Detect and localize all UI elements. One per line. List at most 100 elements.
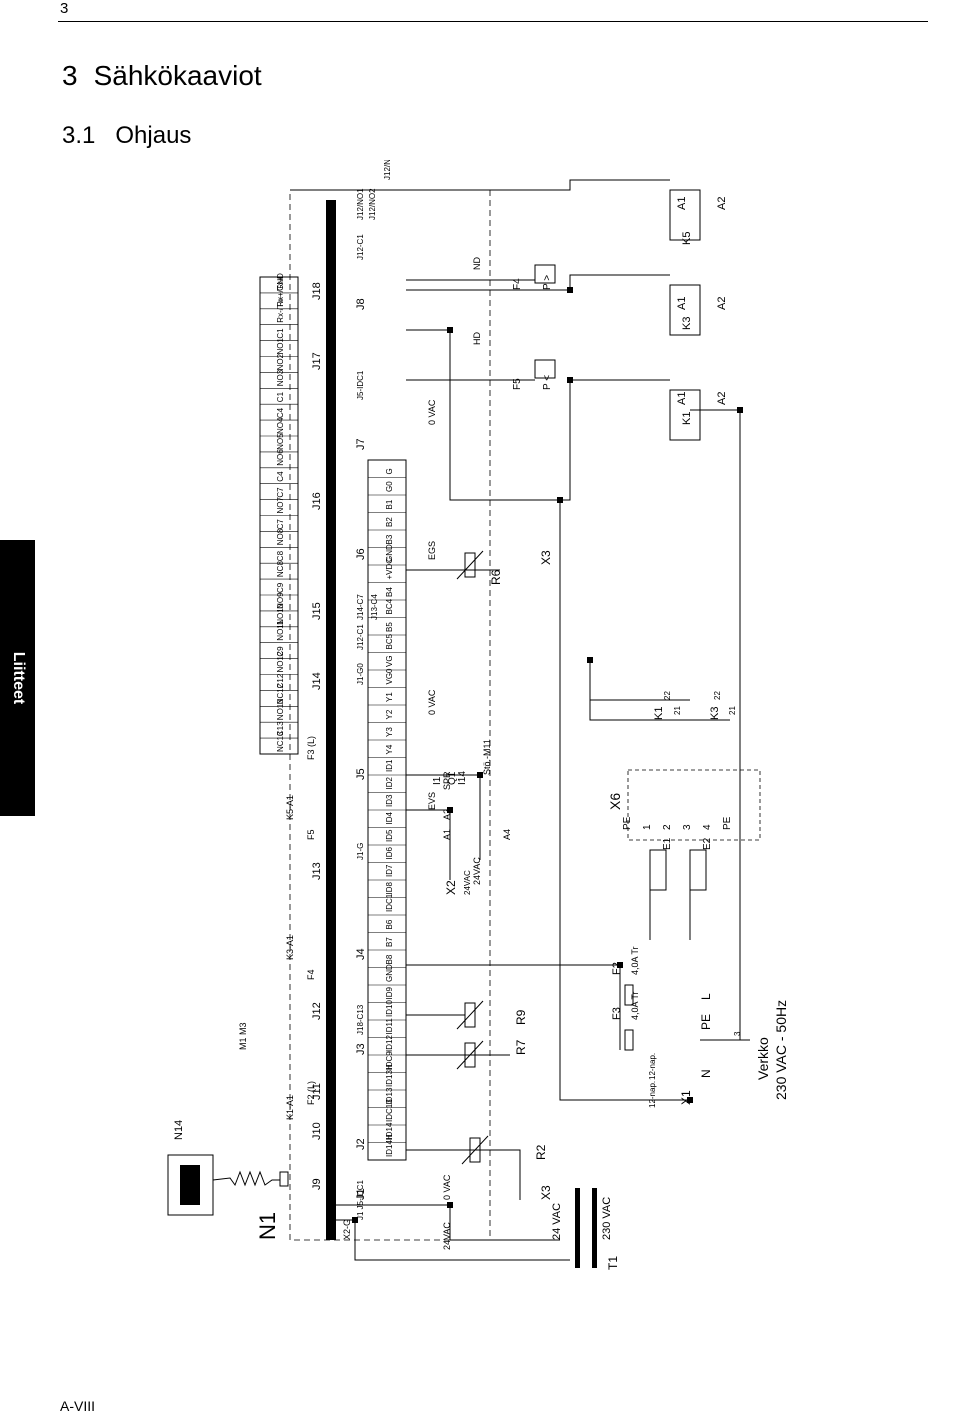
contactor-coil [669, 189, 701, 241]
lower-pin-label: ID13H [385, 1064, 394, 1087]
sensor-resistor [464, 1002, 476, 1028]
lower-pin-label: ID1 [385, 759, 394, 772]
mains-label: Verkko [755, 1037, 771, 1080]
upper-pin-label: NC13 [276, 731, 285, 752]
signal-label: SPR [442, 771, 452, 790]
lower-ref-label: J12/NO2 [368, 188, 377, 220]
junction [447, 1202, 453, 1208]
switch-label: F5 [512, 378, 523, 390]
lower-ref-label: J12/NO3 [383, 160, 392, 180]
wire-k3 [406, 274, 670, 291]
junction [447, 807, 453, 813]
fuse-f3-label: F3 [611, 1007, 623, 1020]
sensor-label: R6 [489, 569, 503, 585]
terminal-cable [212, 1170, 280, 1187]
sensor-resistor [464, 552, 476, 578]
bus-ref-label: F2 (L) [306, 1081, 316, 1105]
switch-label: I1 [432, 776, 443, 785]
lower-pin-label: B4 [385, 587, 394, 597]
junction [477, 772, 483, 778]
x6-pin-label: PE [622, 816, 633, 830]
page-number: 3 [60, 0, 69, 17]
lower-pin-label: B5 [385, 622, 394, 632]
sensor-label: X3 [539, 1185, 553, 1200]
lower-ref-label: J14-C7 [356, 594, 365, 620]
signal-label: 0 VAC [427, 689, 437, 715]
wire-g0 [336, 1204, 560, 1241]
wire-n-common [559, 500, 690, 1101]
contactor-label: A2 [716, 297, 728, 310]
controller-outline [289, 189, 491, 1241]
x6-heater-label: E2 [702, 837, 713, 850]
lower-pin-label: ID8 [385, 882, 394, 895]
x2-label: X2 [444, 880, 458, 895]
bus-ref-label: K3-A1 [285, 935, 295, 960]
signal-label: EVS [427, 792, 437, 810]
bus-ref-label: F5 [306, 829, 316, 840]
lower-pin-label: ID10 [385, 1000, 394, 1017]
lower-pin-label: Y1 [385, 692, 394, 702]
upper-pin-label: GND [276, 273, 285, 291]
contactor-coil [669, 389, 701, 441]
lower-ref-label: J12-C1 [356, 234, 365, 260]
wire-k3-contact [589, 680, 730, 721]
sensor-label: X3 [539, 550, 553, 565]
upper-pin-label: C13 [276, 721, 285, 736]
bus-ref-label: M1 M3 [238, 1022, 248, 1050]
signal-label: A1 [442, 829, 452, 840]
upper-pin-label: C1 [276, 328, 285, 339]
lower-connector-label: J7 [355, 438, 367, 450]
transformer-core [575, 1188, 580, 1268]
x6-pin-label: 3 [682, 824, 693, 830]
upper-pin-label: NO13 [276, 699, 285, 720]
transformer-primary: 230 VAC [601, 1197, 613, 1240]
contactor-label: A1 [676, 392, 688, 405]
x6-relay-label: K1 [653, 707, 665, 720]
lower-connector-label: J8 [355, 298, 367, 310]
x1-label: X1 [679, 1090, 693, 1105]
lower-ref-label: J13-C4 [370, 594, 379, 620]
x6-terminal-outline [627, 769, 761, 841]
lower-connector-label: J3 [355, 1043, 367, 1055]
junction [352, 1217, 358, 1223]
wire-b-sensor [406, 1149, 521, 1200]
lower-pin-label: B8 [385, 954, 394, 964]
lower-ref-label: J1 J5-IDC1 [356, 1179, 365, 1220]
signal-label: Stö.-M11 [482, 739, 492, 775]
pressure-switch-low [534, 359, 556, 379]
lower-pin-label: ID4 [385, 812, 394, 825]
lower-pin-label: ID5 [385, 829, 394, 842]
fuse-f2 [624, 984, 634, 1006]
switch-label: Q1 [447, 771, 458, 785]
signal-label: 0 VAC [442, 1174, 452, 1200]
bus-connector-label: J13 [311, 862, 323, 880]
contactor-label: A1 [676, 197, 688, 210]
lower-ref-label: J12-C1 [356, 624, 365, 650]
signal-label: 0 VAC [427, 399, 437, 425]
fuse-f3-rating: 4,0A Tr [630, 991, 640, 1020]
switch-label: I14 [457, 771, 468, 785]
section-number: 3 [62, 60, 78, 91]
switch-label: P > [542, 275, 553, 290]
upper-pin-label: C7 [276, 519, 285, 530]
junction [447, 327, 453, 333]
contactor-label: K3 [681, 317, 693, 330]
upper-pin-label: NO8 [276, 528, 285, 545]
lower-pin-label: Y4 [385, 744, 394, 754]
upper-pin-label: C12 [276, 673, 285, 688]
terminal-note: 12-nap. [648, 1081, 657, 1108]
lower-ref-label: J1-G [356, 843, 365, 860]
lower-pin-label: IDC9 [385, 1051, 394, 1070]
side-tab-label: Liitteet [9, 651, 27, 705]
terminal-plug [279, 1171, 289, 1187]
lower-pin-label: B3 [385, 534, 394, 544]
x6-contact-label: 21 [673, 706, 682, 715]
junction [687, 1097, 693, 1103]
terminal-display [180, 1165, 200, 1205]
transformer-secondary: 24 VAC [551, 1203, 563, 1240]
controller-bus-bar [326, 200, 336, 1240]
lower-pin-label: Y3 [385, 727, 394, 737]
mains-spec: 230 VAC - 50Hz [773, 1000, 789, 1100]
terminal-note: 12-nap. [648, 1053, 657, 1080]
